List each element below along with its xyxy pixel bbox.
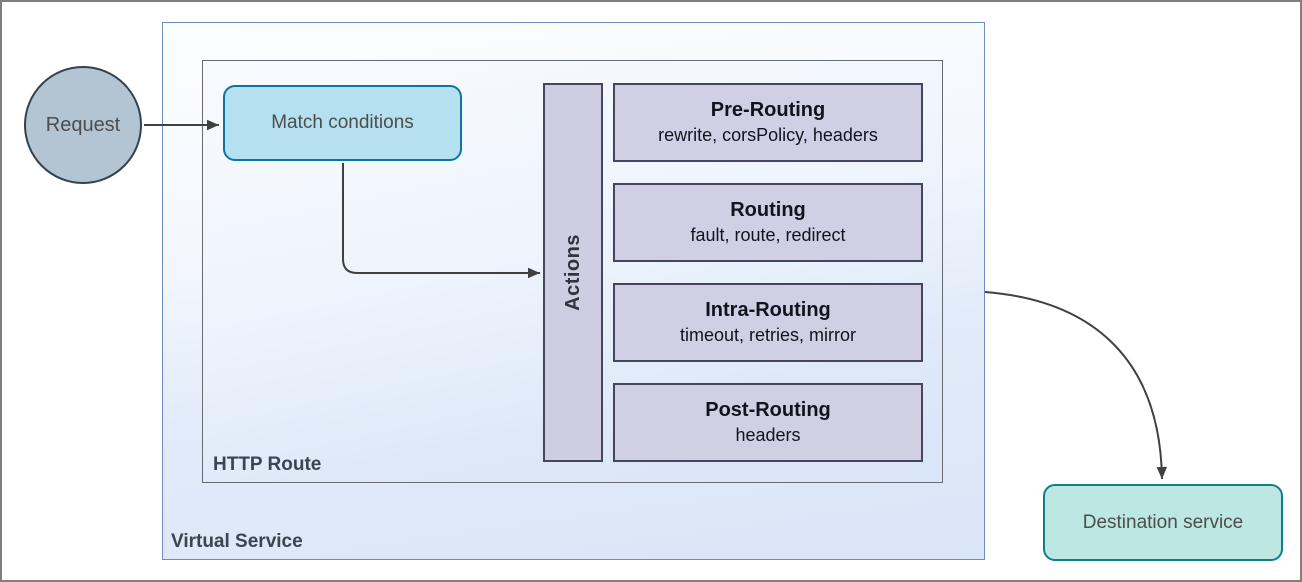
match-conditions-label: Match conditions: [271, 112, 414, 133]
routing-subtitle: fault, route, redirect: [690, 225, 846, 245]
routing-box: Routing fault, route, redirect: [613, 183, 923, 262]
actions-bar: Actions: [543, 83, 603, 462]
pre-routing-subtitle: rewrite, corsPolicy, headers: [658, 125, 878, 145]
post-routing-title: Post-Routing: [705, 399, 831, 421]
http-route-label: HTTP Route: [213, 454, 322, 475]
post-routing-subtitle: headers: [735, 425, 801, 445]
intra-routing-subtitle: timeout, retries, mirror: [679, 325, 857, 345]
match-conditions-node: Match conditions: [223, 85, 462, 161]
virtual-service-label: Virtual Service: [171, 531, 303, 552]
intra-routing-box: Intra-Routing timeout, retries, mirror: [613, 283, 923, 362]
pre-routing-title: Pre-Routing: [710, 99, 826, 121]
arrow-vs-to-destination: [984, 291, 1168, 480]
pre-routing-box: Pre-Routing rewrite, corsPolicy, headers: [613, 83, 923, 162]
routing-title: Routing: [730, 199, 806, 221]
request-label: Request: [45, 113, 121, 136]
post-routing-box: Post-Routing headers: [613, 383, 923, 462]
request-node: Request: [24, 66, 142, 184]
destination-service-node: Destination service: [1043, 484, 1283, 561]
actions-label: Actions: [561, 234, 584, 311]
intra-routing-title: Intra-Routing: [705, 299, 831, 321]
destination-service-label: Destination service: [1082, 511, 1244, 533]
